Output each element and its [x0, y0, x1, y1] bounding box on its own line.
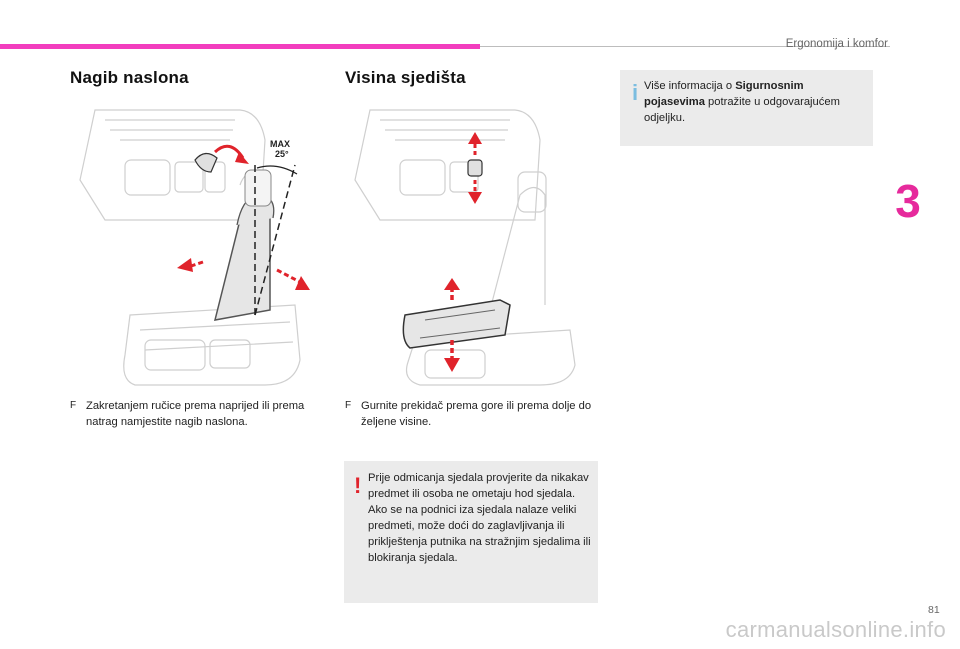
info-text-after: potražite u odgovarajućem odjeljku. — [644, 96, 840, 124]
heading-seat-height: Visina sjedišta — [345, 68, 466, 87]
info-icon: i — [632, 80, 639, 105]
warning-box: ! Prije odmicanja sjedala provjerite da … — [344, 461, 598, 603]
bullet-mark: F — [70, 400, 77, 411]
info-text-bold: Sigurnosnim pojasevima — [644, 80, 804, 108]
angle-label-max: MAX — [270, 139, 290, 149]
warning-text-2: Ako se na podnici iza sjedala nalaze vel… — [368, 504, 591, 564]
header-rule — [480, 46, 890, 47]
seat-height-illustration — [354, 109, 576, 386]
header-accent-bar — [0, 44, 480, 49]
page-number: 81 — [928, 604, 940, 616]
chapter-number: 3 — [895, 175, 921, 227]
bullet-seat-height: F Gurnite prekidač prema gore ili prema … — [345, 398, 600, 430]
backrest-tilt-illustration: MAX 25° — [79, 109, 310, 386]
info-text-before: Više informacija o — [644, 80, 736, 92]
watermark: carmanualsonline.info — [725, 617, 946, 642]
warning-text-1: Prije odmicanja sjedala provjerite da ni… — [368, 472, 589, 500]
bullet-seat-height-text: Gurnite prekidač prema gore ili prema do… — [361, 400, 592, 428]
warning-icon: ! — [354, 473, 362, 498]
bullet-backrest: F Zakretanjem ručice prema naprijed ili … — [70, 398, 328, 430]
bullet-backrest-text: Zakretanjem ručice prema naprijed ili pr… — [86, 400, 305, 428]
section-title: Ergonomija i komfor — [785, 38, 888, 50]
angle-label-degrees: 25° — [275, 149, 289, 159]
bullet-mark: F — [345, 400, 352, 411]
heading-backrest-tilt: Nagib naslona — [70, 68, 189, 87]
info-box: i Više informacija o Sigurnosnim pojasev… — [620, 70, 873, 146]
